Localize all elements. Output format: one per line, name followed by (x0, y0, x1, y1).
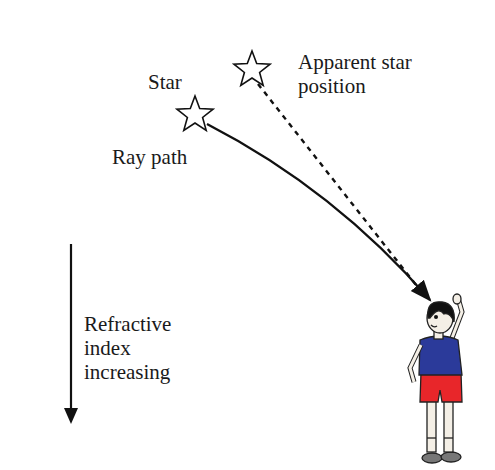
apparent-position-label: Apparent star position (298, 50, 448, 98)
refractive-index-label: Refractive index increasing (84, 312, 219, 384)
star-label: Star (148, 70, 228, 94)
star-symbol (234, 51, 270, 85)
ray-path-label: Ray path (112, 145, 232, 169)
apparent-direction-line (258, 84, 420, 290)
index-arrowhead (64, 408, 78, 424)
index-arrow (70, 244, 72, 410)
observer-boy (410, 294, 462, 463)
ray-path-curve (207, 124, 430, 300)
